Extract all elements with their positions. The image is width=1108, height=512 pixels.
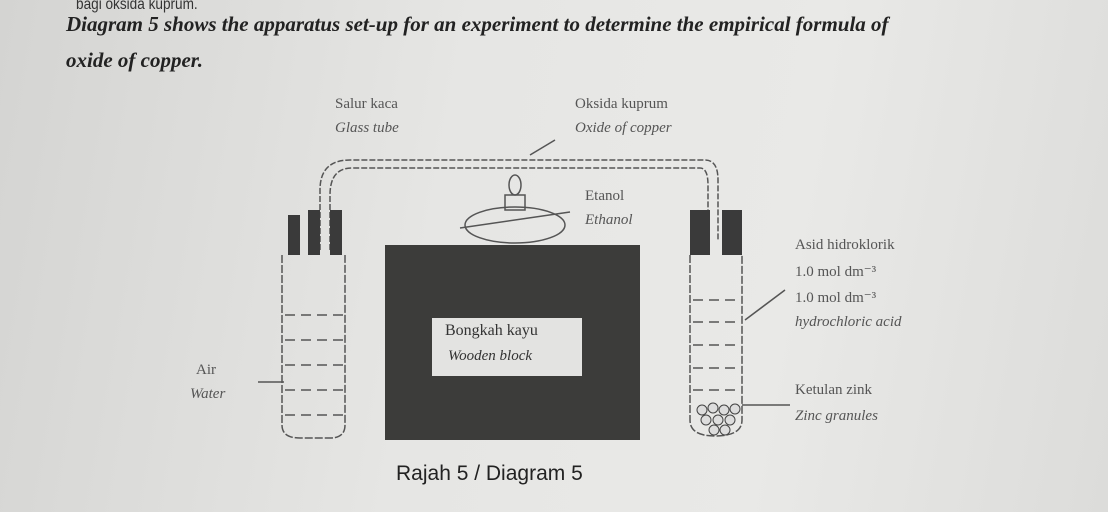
glass-tube <box>319 159 719 250</box>
label-acid-conc-ms: 1.0 mol dm⁻³ <box>795 264 877 280</box>
question-line-1: Diagram 5 shows the apparatus set-up for… <box>66 12 889 36</box>
label-water-ms: Air <box>196 362 216 378</box>
right-test-tube <box>689 255 743 437</box>
label-acid-conc-en: 1.0 mol dm⁻³ <box>795 290 877 306</box>
label-acid-ms: Asid hidroklorik <box>795 237 895 253</box>
label-ethanol-en: Ethanol <box>585 212 633 228</box>
question-line-2: oxide of copper. <box>66 48 204 72</box>
label-oxide-en: Oxide of copper <box>575 120 672 136</box>
left-test-tube <box>281 255 346 439</box>
label-block-ms: Bongkah kayu <box>445 322 538 339</box>
zinc-granules <box>696 402 741 436</box>
label-block-en: Wooden block <box>448 348 533 364</box>
stoppers <box>288 210 742 255</box>
label-ethanol-ms: Etanol <box>585 188 625 204</box>
label-zinc-ms: Ketulan zink <box>795 382 873 398</box>
label-oxide-ms: Oksida kuprum <box>575 96 668 112</box>
label-glass-tube-en: Glass tube <box>335 120 399 136</box>
intro-line: bagi oksida kuprum. <box>76 0 198 13</box>
label-glass-tube-ms: Salur kaca <box>335 96 398 112</box>
diagram-caption: Rajah 5 / Diagram 5 <box>396 462 583 485</box>
flame <box>508 174 522 196</box>
spirit-lamp <box>464 206 566 244</box>
label-acid-en: hydrochloric acid <box>795 314 902 330</box>
label-water-en: Water <box>190 386 226 402</box>
label-zinc-en: Zinc granules <box>795 408 878 424</box>
